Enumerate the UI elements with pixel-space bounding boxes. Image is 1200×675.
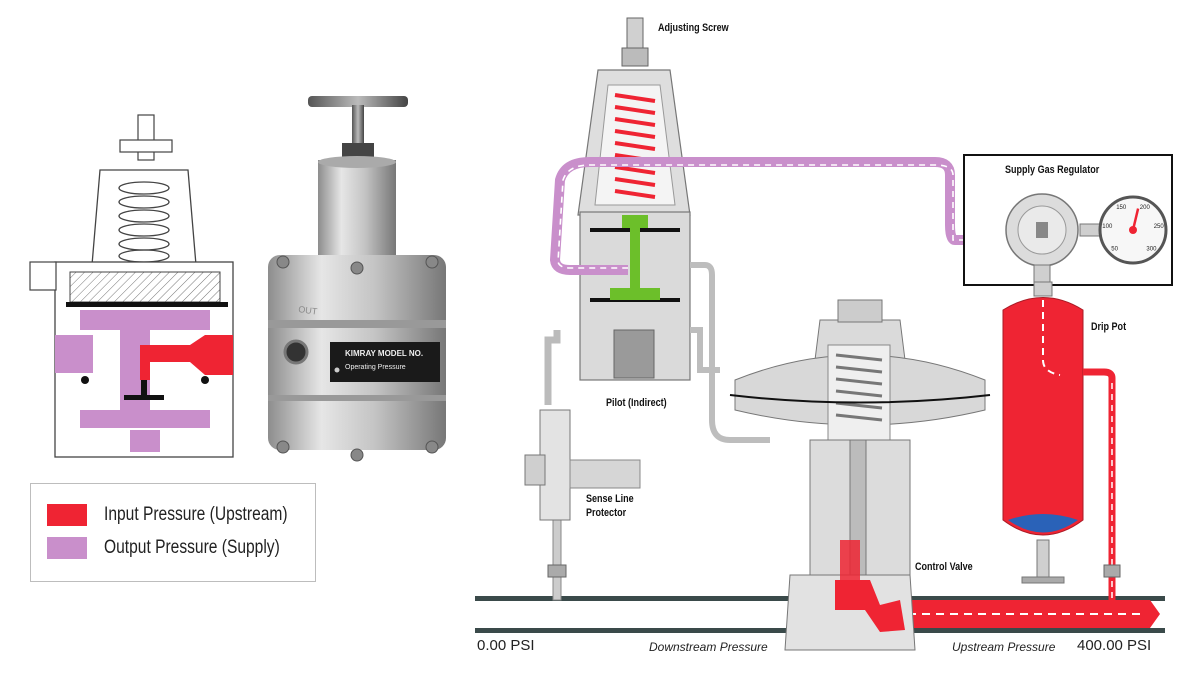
label-sense-line-protector-1: Sense Line	[586, 493, 634, 505]
cutaway-lower-port	[130, 430, 160, 452]
sense-line-upper	[544, 330, 561, 405]
drip-pot-drain-handle	[1021, 576, 1065, 584]
photo-bolt	[425, 255, 439, 269]
label-downstream-psi: 0.00 PSI	[477, 637, 535, 654]
gauge-tick-label: 250	[1154, 224, 1165, 230]
cutaway-gauge-port	[29, 261, 57, 291]
control-valve	[729, 299, 991, 651]
sense-line	[544, 330, 567, 601]
photo-port	[283, 339, 309, 365]
supply-line-dash	[557, 164, 965, 269]
valve-inlet-flow	[835, 580, 905, 632]
label-upstream-psi: 400.00 PSI	[1077, 637, 1152, 654]
photo-body-seam-lower	[268, 395, 446, 401]
pilot-lower-spring	[613, 329, 655, 379]
legend-label-output: Output Pressure (Supply)	[104, 537, 280, 558]
cutaway-oring-left	[81, 376, 89, 384]
sense-line-fitting	[547, 564, 567, 578]
cutaway-outlet-port	[55, 335, 93, 373]
cutaway-seat	[124, 395, 164, 400]
cutaway-oring-right	[201, 376, 209, 384]
label-sense-line-protector-2: Protector	[586, 507, 627, 519]
drip-pot-flow-dash	[1042, 300, 1061, 376]
gauge-tick-label: 200	[1140, 205, 1151, 211]
drip-pot-vessel	[1002, 297, 1084, 536]
cutaway-bonnet	[91, 169, 197, 266]
upstream-flow	[870, 600, 1160, 628]
cutaway-diaphragm	[66, 302, 228, 307]
pilot-regulator	[549, 17, 970, 381]
label-downstream-pressure: Downstream Pressure	[649, 640, 768, 654]
photo-nameplate	[330, 342, 440, 382]
photo-bonnet-top	[318, 156, 396, 168]
legend-swatch-output	[47, 537, 87, 559]
valve-top-cap	[837, 299, 883, 323]
cutaway-handle	[137, 114, 155, 161]
sense-line-protector	[524, 409, 641, 521]
gauge-ticks: 50 100 150 200 250 300	[1102, 205, 1164, 253]
legend-label-input: Input Pressure (Upstream)	[104, 504, 288, 525]
gauge-tick-label: 150	[1116, 205, 1127, 211]
photo-bolt	[276, 255, 290, 269]
drip-pot	[1002, 281, 1121, 600]
cutaway-handle-bar	[119, 139, 173, 153]
pilot-tubing	[690, 262, 770, 443]
drip-pot-feed-fitting	[1103, 564, 1121, 578]
valve-diaphragm	[729, 394, 991, 404]
regulator-cutaway	[29, 114, 234, 458]
legend-swatch-input	[47, 504, 87, 526]
label-adjusting-screw: Adjusting Screw	[658, 22, 729, 34]
legend-item-output: Output Pressure (Supply)	[47, 537, 318, 559]
gauge-hub	[1129, 226, 1137, 234]
photo-nameplate-rivet	[334, 367, 340, 373]
photo-bolt	[350, 261, 364, 275]
gauge-tick-label: 50	[1111, 246, 1118, 252]
label-pilot: Pilot (Indirect)	[606, 397, 667, 409]
photo-bolt	[350, 448, 364, 462]
photo-bonnet	[318, 160, 396, 265]
cutaway-inlet-chamber	[140, 335, 233, 380]
regulator-photo: KIMRAY MODEL NO. Operating Pressure OUT	[268, 96, 446, 462]
photo-bolt	[276, 440, 290, 454]
supply-line	[549, 157, 970, 275]
photo-nameplate-line1: KIMRAY MODEL NO.	[345, 349, 423, 358]
cutaway-stem	[141, 380, 147, 398]
photo-t-handle	[308, 96, 408, 107]
drip-pot-feed-line	[1083, 368, 1116, 600]
photo-body-seam	[268, 320, 446, 328]
drip-pot-neck	[1033, 281, 1053, 297]
valve-lower-pressure	[840, 540, 860, 580]
sense-line-pipe	[552, 519, 562, 601]
drip-pot-drain	[1036, 539, 1050, 581]
protector-arm	[569, 459, 641, 489]
photo-screw	[352, 105, 364, 150]
regulator-adjust	[1036, 222, 1048, 238]
gauge-tick-label: 100	[1102, 224, 1113, 230]
legend-item-input: Input Pressure (Upstream)	[47, 504, 328, 526]
photo-body-text: OUT	[298, 304, 319, 317]
label-upstream-pressure: Upstream Pressure	[952, 640, 1056, 654]
valve-spring	[835, 353, 883, 422]
gauge-tick-label: 300	[1146, 246, 1157, 252]
adjusting-screw	[626, 17, 644, 51]
drip-pot-water	[1008, 514, 1078, 533]
label-supply-gas-regulator: Supply Gas Regulator	[1005, 164, 1100, 176]
supply-gas-regulator: 50 100 150 200 250 300	[963, 154, 1173, 286]
adjusting-screw-nut	[621, 47, 649, 67]
pilot-stem	[610, 215, 660, 300]
label-drip-pot: Drip Pot	[1091, 321, 1127, 333]
protector-wing	[524, 454, 546, 486]
label-control-valve: Control Valve	[915, 561, 973, 573]
photo-nameplate-line2: Operating Pressure	[345, 364, 406, 371]
cutaway-diaphragm-case	[69, 271, 221, 303]
legend: Input Pressure (Upstream) Output Pressur…	[30, 483, 316, 582]
photo-bolt	[425, 440, 439, 454]
